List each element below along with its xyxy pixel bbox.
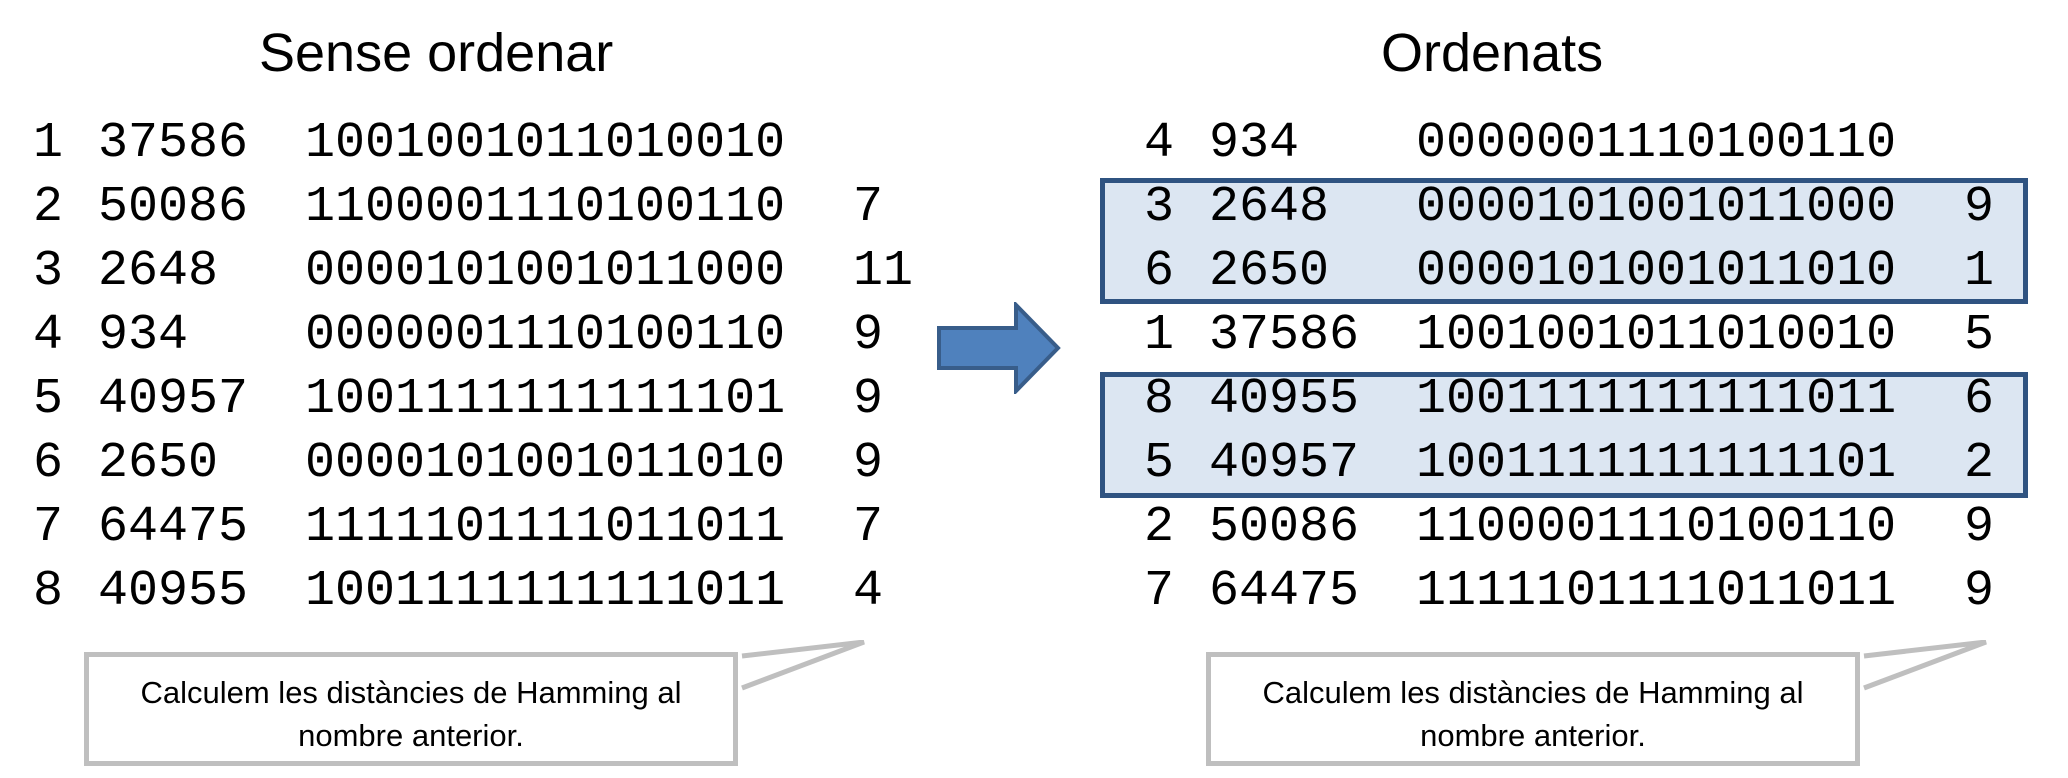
row-decimal: 40955 <box>1209 371 1360 428</box>
row-binary: 1100001110100110 <box>1416 499 1897 556</box>
row-decimal: 2648 <box>98 243 219 300</box>
row-binary: 0000001110100110 <box>1416 115 1897 172</box>
row-index: 8 <box>33 563 64 620</box>
row-index: 7 <box>33 499 64 556</box>
row-hamming-distance: 4 <box>853 563 884 620</box>
row-hamming-distance: 9 <box>853 435 884 492</box>
row-hamming-distance: 1 <box>1964 243 1995 300</box>
callout-box: Calculem les distàncies de Hamming al no… <box>84 652 738 766</box>
row-binary: 1001001011010010 <box>1416 307 1897 364</box>
row-hamming-distance: 9 <box>1964 179 1995 236</box>
row-decimal: 2648 <box>1209 179 1330 236</box>
row-binary: 1111101111011011 <box>1416 563 1897 620</box>
row-binary: 1100001110100110 <box>305 179 786 236</box>
row-binary: 0000001110100110 <box>305 307 786 364</box>
row-hamming-distance: 2 <box>1964 435 1995 492</box>
row-decimal: 50086 <box>1209 499 1360 556</box>
highlight-group-box <box>1100 372 2028 498</box>
row-binary: 0000101001011010 <box>1416 243 1897 300</box>
row-decimal: 934 <box>1209 115 1300 172</box>
row-hamming-distance: 6 <box>1964 371 1995 428</box>
row-binary: 1001111111111011 <box>1416 371 1897 428</box>
row-decimal: 2650 <box>1209 243 1330 300</box>
panel-title: Sense ordenar <box>259 23 614 83</box>
row-decimal: 64475 <box>98 499 249 556</box>
row-binary: 1111101111011011 <box>305 499 786 556</box>
panel-title: Ordenats <box>1381 23 1604 83</box>
row-decimal: 2650 <box>98 435 219 492</box>
row-index: 1 <box>1144 307 1175 364</box>
row-binary: 1001111111111011 <box>305 563 786 620</box>
row-binary: 0000101001011010 <box>305 435 786 492</box>
row-hamming-distance: 5 <box>1964 307 1995 364</box>
row-decimal: 40955 <box>98 563 249 620</box>
row-index: 2 <box>1144 499 1175 556</box>
row-index: 1 <box>33 115 64 172</box>
row-binary: 0000101001011000 <box>1416 179 1897 236</box>
row-hamming-distance: 9 <box>1964 563 1995 620</box>
row-index: 8 <box>1144 371 1175 428</box>
row-index: 3 <box>1144 179 1175 236</box>
row-index: 6 <box>1144 243 1175 300</box>
right-arrow-icon <box>937 302 1061 394</box>
row-binary: 1001111111111101 <box>1416 435 1897 492</box>
row-hamming-distance: 7 <box>853 499 884 556</box>
row-index: 5 <box>1144 435 1175 492</box>
row-hamming-distance: 7 <box>853 179 884 236</box>
row-decimal: 64475 <box>1209 563 1360 620</box>
sorted-panel: Ordenats 4 934 0000001110100110 3 2648 00001… <box>1100 0 2068 778</box>
row-binary: 1001001011010010 <box>305 115 786 172</box>
highlight-group-box <box>1100 178 2028 304</box>
row-decimal: 50086 <box>98 179 249 236</box>
row-decimal: 37586 <box>98 115 249 172</box>
row-decimal: 37586 <box>1209 307 1360 364</box>
row-index: 3 <box>33 243 64 300</box>
row-index: 6 <box>33 435 64 492</box>
row-decimal: 934 <box>98 307 189 364</box>
callout-line: Calculem les distàncies de Hamming al <box>140 675 682 710</box>
row-index: 4 <box>33 307 64 364</box>
callout-text: Calculem les distàncies de Hamming al no… <box>1211 671 1855 757</box>
row-index: 5 <box>33 371 64 428</box>
callout-line: nombre anterior. <box>298 718 524 753</box>
callout-box: Calculem les distàncies de Hamming al no… <box>1206 652 1860 766</box>
row-hamming-distance: 9 <box>1964 499 1995 556</box>
row-index: 7 <box>1144 563 1175 620</box>
row-hamming-distance: 9 <box>853 307 884 364</box>
row-hamming-distance: 9 <box>853 371 884 428</box>
callout-line: nombre anterior. <box>1420 718 1646 753</box>
row-binary: 0000101001011000 <box>305 243 786 300</box>
row-decimal: 40957 <box>1209 435 1360 492</box>
row-index: 4 <box>1144 115 1175 172</box>
row-decimal: 40957 <box>98 371 249 428</box>
row-index: 2 <box>33 179 64 236</box>
callout-pointer <box>741 640 865 691</box>
callout-pointer <box>1863 640 1987 691</box>
row-hamming-distance: 11 <box>853 243 914 300</box>
callout-line: Calculem les distàncies de Hamming al <box>1262 675 1804 710</box>
callout-text: Calculem les distàncies de Hamming al no… <box>89 671 733 757</box>
row-binary: 1001111111111101 <box>305 371 786 428</box>
